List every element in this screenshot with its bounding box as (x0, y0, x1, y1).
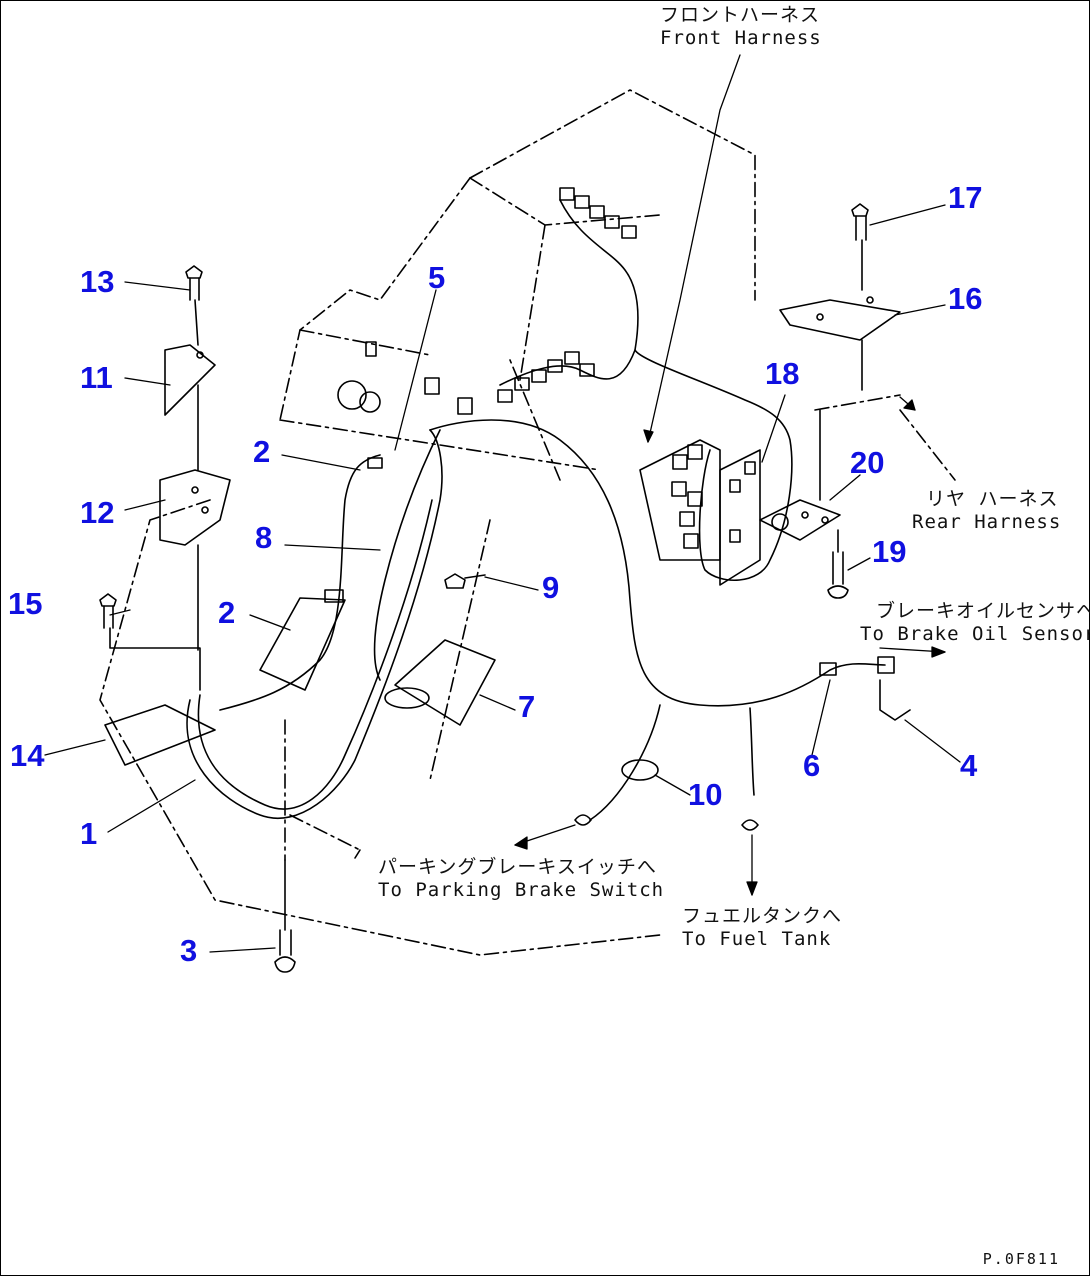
callout-2-upper[interactable]: 2 (253, 434, 271, 469)
callout-10[interactable]: 10 (688, 777, 723, 812)
note-parking-brake-switch-en: To Parking Brake Switch (378, 879, 665, 901)
callout-3[interactable]: 3 (180, 933, 198, 968)
callout-5[interactable]: 5 (428, 260, 446, 295)
callout-11[interactable]: 11 (80, 360, 113, 395)
note-fuel-tank-jp: フュエルタンクへ (682, 905, 843, 927)
callout-4[interactable]: 4 (960, 748, 978, 783)
note-brake-oil-sensor-en: To Brake Oil Sensor (860, 623, 1090, 645)
note-front-harness-jp: フロントハーネス (660, 4, 821, 26)
callout-1[interactable]: 1 (80, 816, 98, 851)
callout-19[interactable]: 19 (872, 534, 907, 569)
callout-13[interactable]: 13 (80, 264, 115, 299)
figure-code: P.0F811 (982, 1250, 1060, 1268)
callout-17[interactable]: 17 (948, 180, 983, 215)
note-brake-oil-sensor-jp: ブレーキオイルセンサへ (876, 600, 1090, 622)
callout-18[interactable]: 18 (765, 356, 800, 391)
callout-6[interactable]: 6 (803, 748, 821, 783)
note-brake-oil-sensor: ブレーキオイルセンサへ To Brake Oil Sensor (860, 600, 1090, 646)
callout-9[interactable]: 9 (542, 570, 560, 605)
callout-12[interactable]: 12 (80, 495, 115, 530)
note-parking-brake-switch: パーキングブレーキスイッチへ To Parking Brake Switch (378, 856, 664, 902)
note-fuel-tank-en: To Fuel Tank (682, 928, 832, 950)
callout-8[interactable]: 8 (255, 520, 273, 555)
note-fuel-tank: フュエルタンクへ To Fuel Tank (682, 905, 842, 951)
note-parking-brake-switch-jp: パーキングブレーキスイッチへ (378, 856, 657, 878)
callout-2-lower[interactable]: 2 (218, 595, 236, 630)
callout-7[interactable]: 7 (518, 689, 536, 724)
note-rear-harness: リヤ ハーネス Rear Harness (912, 488, 1061, 534)
note-rear-harness-jp: リヤ ハーネス (926, 488, 1059, 510)
note-rear-harness-en: Rear Harness (912, 511, 1062, 533)
note-front-harness: フロントハーネス Front Harness (660, 4, 822, 50)
note-front-harness-en: Front Harness (660, 27, 822, 49)
callout-20[interactable]: 20 (850, 445, 885, 480)
callout-15[interactable]: 15 (8, 586, 43, 621)
callout-16[interactable]: 16 (948, 281, 983, 316)
callout-14[interactable]: 14 (10, 738, 45, 773)
